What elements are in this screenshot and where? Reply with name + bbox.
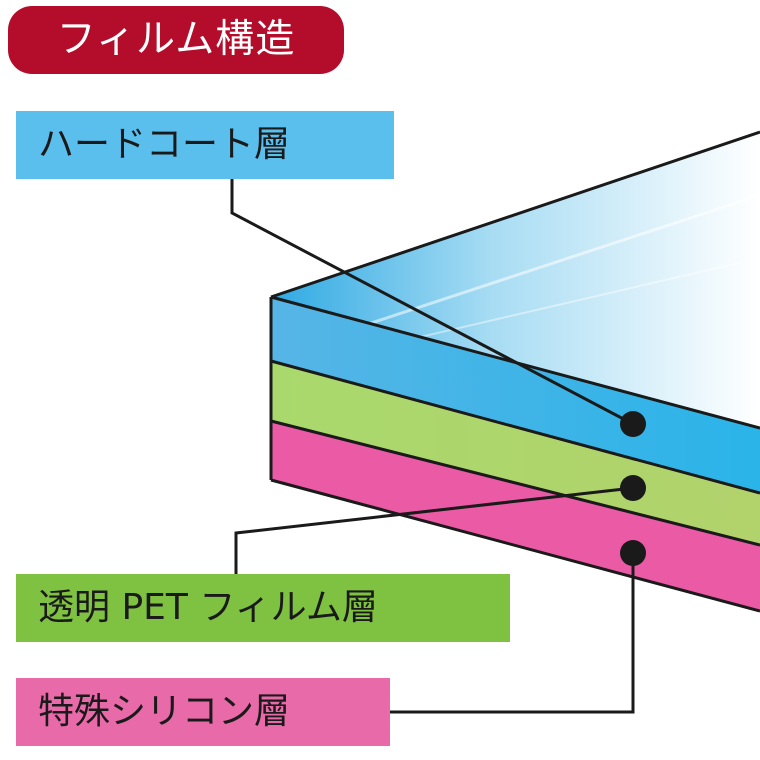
pointer-dot-hardcoat — [620, 411, 646, 437]
leader-line-hardcoat — [230, 179, 634, 426]
pointer-dot-pet — [620, 475, 646, 501]
leader-line-silicone — [390, 553, 635, 714]
label-silicone-layer: 特殊シリコン層 — [16, 678, 390, 746]
leader-lines — [230, 179, 635, 714]
label-hardcoat-layer: ハードコート層 — [16, 111, 394, 179]
label-pet-layer: 透明 PET フィルム層 — [16, 574, 510, 642]
leader-line-pet — [234, 486, 634, 574]
hardcoat-layer — [271, 297, 760, 493]
diagram-title: フィルム構造 — [8, 6, 344, 74]
pointer-dot-silicone — [620, 540, 646, 566]
